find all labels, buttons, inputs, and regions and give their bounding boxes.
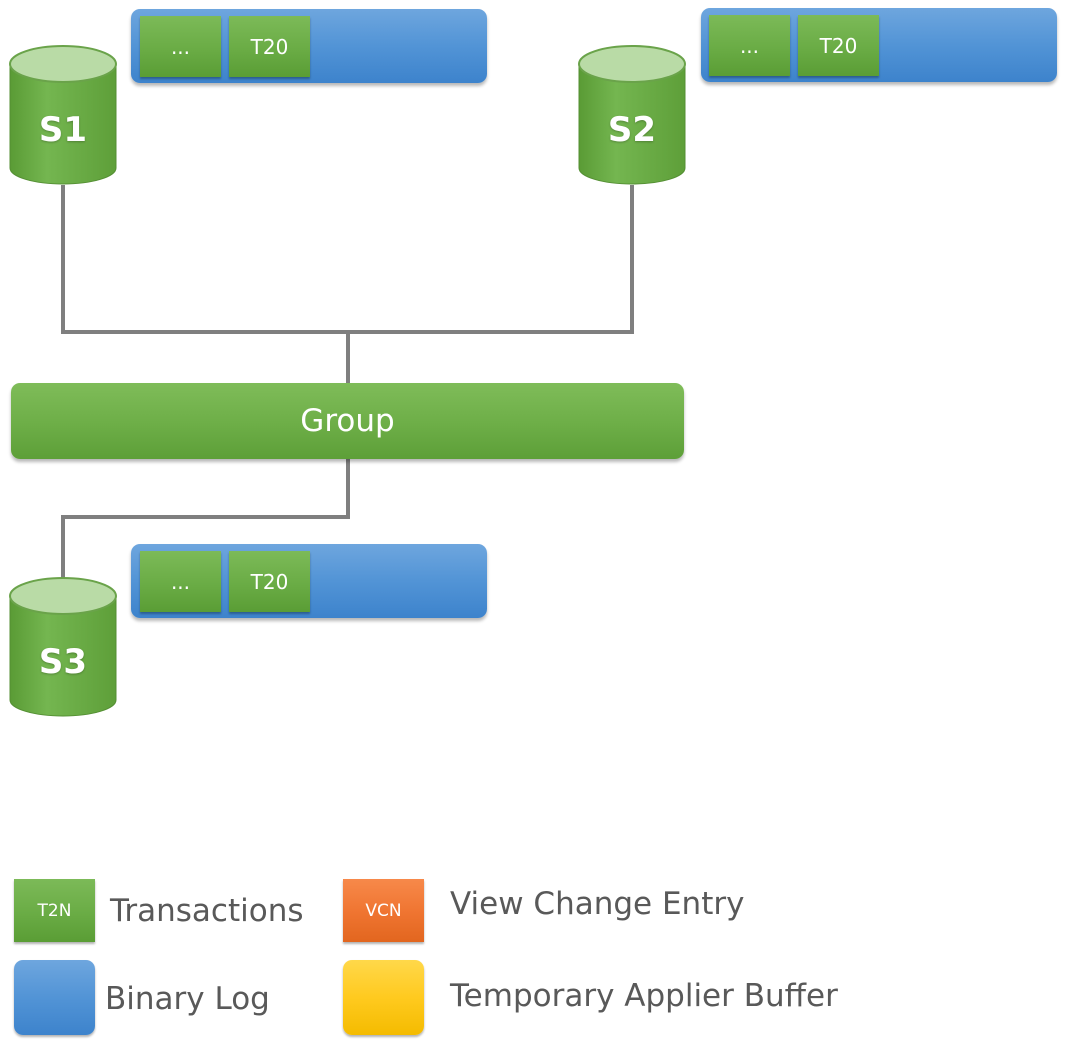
transaction-entry: ... — [709, 15, 790, 76]
legend-label-transactions: Transactions — [110, 893, 304, 929]
server-s1: S1 — [9, 44, 117, 186]
connector-group-s3 — [61, 459, 350, 578]
legend-label-temporary-applier-buffer: Temporary Applier Buffer — [450, 978, 838, 1014]
transaction-entry: ... — [140, 16, 221, 77]
connector-s1-group — [61, 185, 634, 334]
legend-swatch-binary-log — [14, 960, 95, 1035]
binary-log-s2: ... T20 — [701, 8, 1057, 82]
transaction-entry: T20 — [229, 16, 310, 77]
legend-swatch-view-change-entry: VCN — [343, 879, 424, 942]
transaction-entry: ... — [140, 551, 221, 612]
legend-label-binary-log: Binary Log — [105, 981, 270, 1017]
legend-label-view-change-entry: View Change Entry — [450, 886, 745, 922]
binary-log-s3: ... T20 — [131, 544, 487, 618]
transaction-entry: T20 — [229, 551, 310, 612]
server-label: S3 — [38, 642, 88, 682]
group-bar: Group — [11, 383, 684, 459]
server-label: S1 — [38, 110, 88, 150]
server-s2: S2 — [578, 44, 686, 186]
binary-log-s1: ... T20 — [131, 9, 487, 83]
database-cylinder-icon — [9, 577, 117, 717]
server-s3: S3 — [9, 576, 117, 718]
transaction-entry: T20 — [798, 15, 879, 76]
legend-swatch-transactions: T2N — [14, 879, 95, 942]
database-cylinder-icon — [578, 45, 686, 185]
server-label: S2 — [607, 110, 657, 150]
database-cylinder-icon — [9, 45, 117, 185]
legend-swatch-temporary-applier-buffer — [343, 960, 424, 1035]
